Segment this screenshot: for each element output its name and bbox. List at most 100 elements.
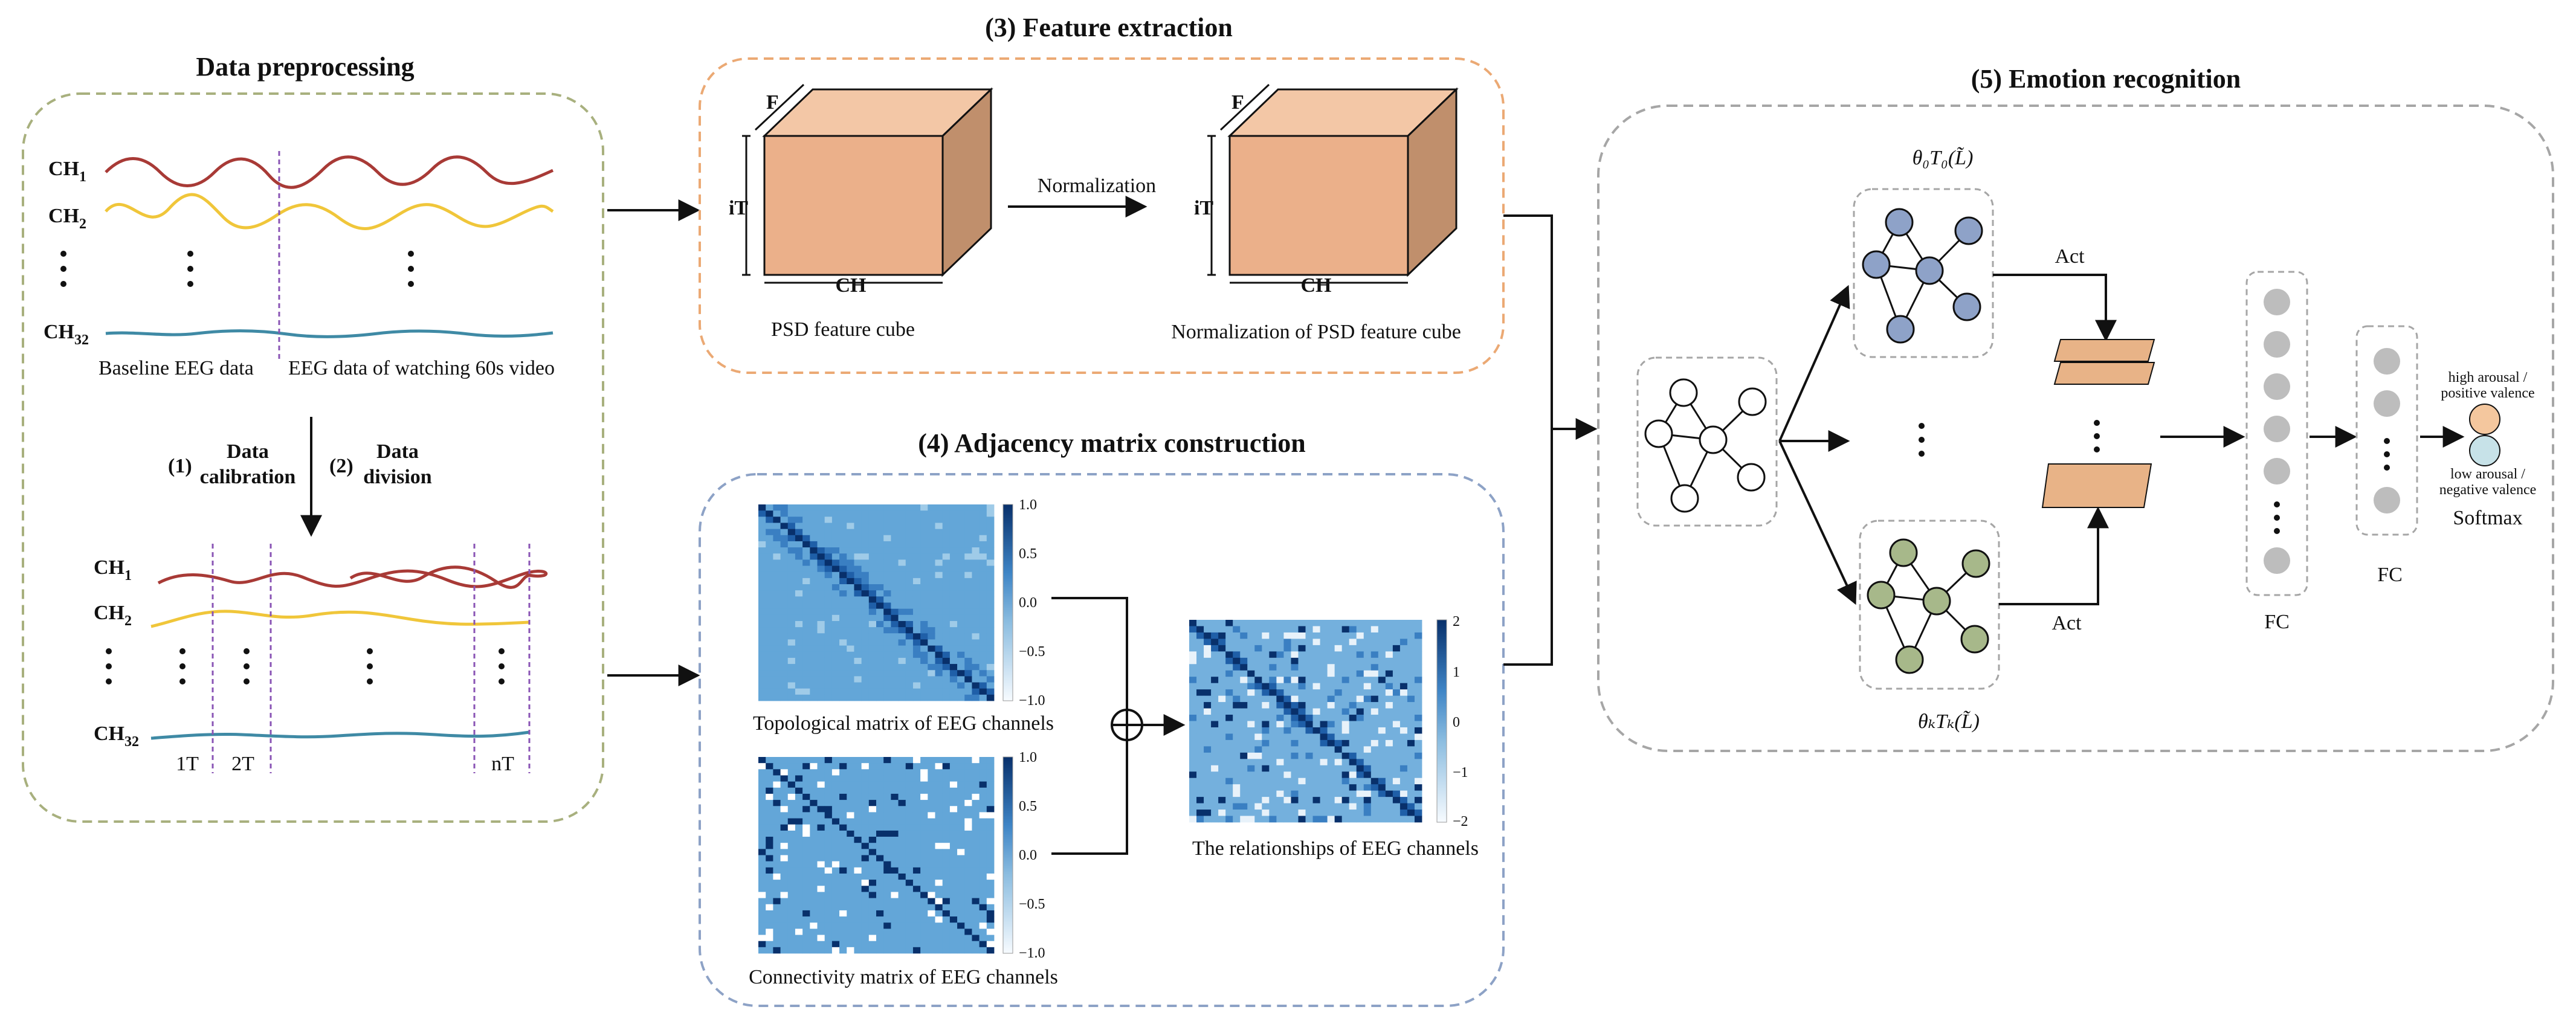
heatmap-cell [1233,784,1241,791]
heatmap-cell [766,763,773,770]
heatmap-cell [810,769,818,776]
heatmap-cell [854,602,862,610]
step2-line2: division [363,466,431,488]
heatmap-cell [817,639,825,646]
heatmap-cell [876,843,884,849]
heatmap-cell [949,523,958,530]
heatmap-cell [979,929,987,935]
heatmap-cell [1247,715,1255,721]
heatmap-cell [876,781,884,788]
heatmap-cell [854,855,862,862]
heatmap-cell [787,639,796,646]
heatmap-cell [979,676,987,683]
heatmap-cell [883,812,891,819]
segmented-signal-block: CH1 CH2 CH32 1T 2T nT [94,544,548,775]
heatmap-cell [1204,797,1212,803]
heatmap-cell [920,523,928,530]
heatmap-cell [1262,733,1270,741]
heatmap-cell [766,657,773,665]
heatmap-cell [854,775,862,782]
heatmap-cell [1407,626,1415,633]
heatmap-cell [972,904,980,911]
heatmap-cell [1283,689,1291,697]
heatmap-cell [972,682,980,689]
heatmap-cell [920,664,928,671]
heatmap-cell [810,523,818,530]
heatmap-cell [1305,664,1313,671]
heatmap-cell [847,818,854,825]
heatmap-cell [854,608,862,616]
heatmap-cell [883,614,891,622]
heatmap-cell [795,633,803,640]
heatmap-cell [883,627,891,634]
heatmap-cell [935,867,943,874]
heatmap-cell [1254,645,1262,652]
heatmap-cell [1233,708,1241,715]
heatmap-cell [1327,771,1335,779]
heatmap-cell [831,898,840,905]
heatmap-cell [883,898,891,905]
heatmap-cell [883,904,891,911]
heatmap-cell [817,947,825,954]
heatmap-cell [1298,670,1306,677]
heatmap-cell [1320,695,1328,703]
segment-2t: 2T [231,753,254,775]
heatmap-cell [1356,657,1364,665]
heatmap-cell [824,596,833,603]
heatmap-cell [949,559,958,566]
heatmap-cell [928,757,935,764]
seg-signal-ch32 [150,730,530,740]
heatmap-cell [920,620,928,628]
heatmap-cell [780,547,789,554]
heatmap-cell [810,837,818,843]
heatmap-cell [1240,689,1248,697]
heatmap-cell [766,559,773,566]
heatmap-cell [928,787,935,794]
heatmap-cell [883,547,891,554]
heatmap-cell [1283,810,1291,816]
heatmap-cell [876,510,884,517]
heatmap-cell [1349,765,1357,772]
heatmap-cell [795,880,803,886]
heatmap-cell [972,541,980,548]
heatmap-cell [979,922,987,929]
heatmap-cell [898,922,906,929]
heatmap-cell [810,861,818,868]
heatmap-cell [1262,721,1270,728]
heatmap-cell [1276,777,1284,785]
heatmap-cell [1414,683,1422,690]
heatmap-cell [839,529,847,536]
heatmap-cell [1269,721,1277,728]
heatmap-cell [787,596,796,603]
heatmap-cell [780,769,789,776]
heatmap-cell [817,565,825,573]
heatmap-cell [883,645,891,652]
heatmap-cell [868,523,877,530]
heatmap-cell [905,565,914,573]
heatmap-cell [1240,797,1248,803]
heatmap-cell [1356,733,1364,741]
heatmap-cell [949,657,958,665]
heatmap-cell [935,614,943,622]
heatmap-cell [1392,790,1401,797]
heatmap-cell [1269,733,1277,741]
heatmap-cell [787,590,796,597]
heatmap-cell [831,781,840,788]
heatmap-cell [758,553,766,560]
heatmap-cell [831,947,840,954]
heatmap-cell [802,682,810,689]
heatmap-cell [1269,657,1277,665]
heatmap-cell [949,620,958,628]
heatmap-cell [935,541,943,548]
heatmap-cell [1291,797,1299,803]
heatmap-cell [964,590,972,597]
heatmap-cell [773,688,781,695]
step1-line1: Data [227,440,269,463]
heatmap-cell [1211,620,1219,626]
heatmap-cell [935,793,943,800]
heatmap-cell [802,904,810,911]
heatmap-cell [1312,708,1320,715]
heatmap-cell [795,873,803,880]
heatmap-cell [831,935,840,942]
heatmap-cell [1320,620,1328,626]
